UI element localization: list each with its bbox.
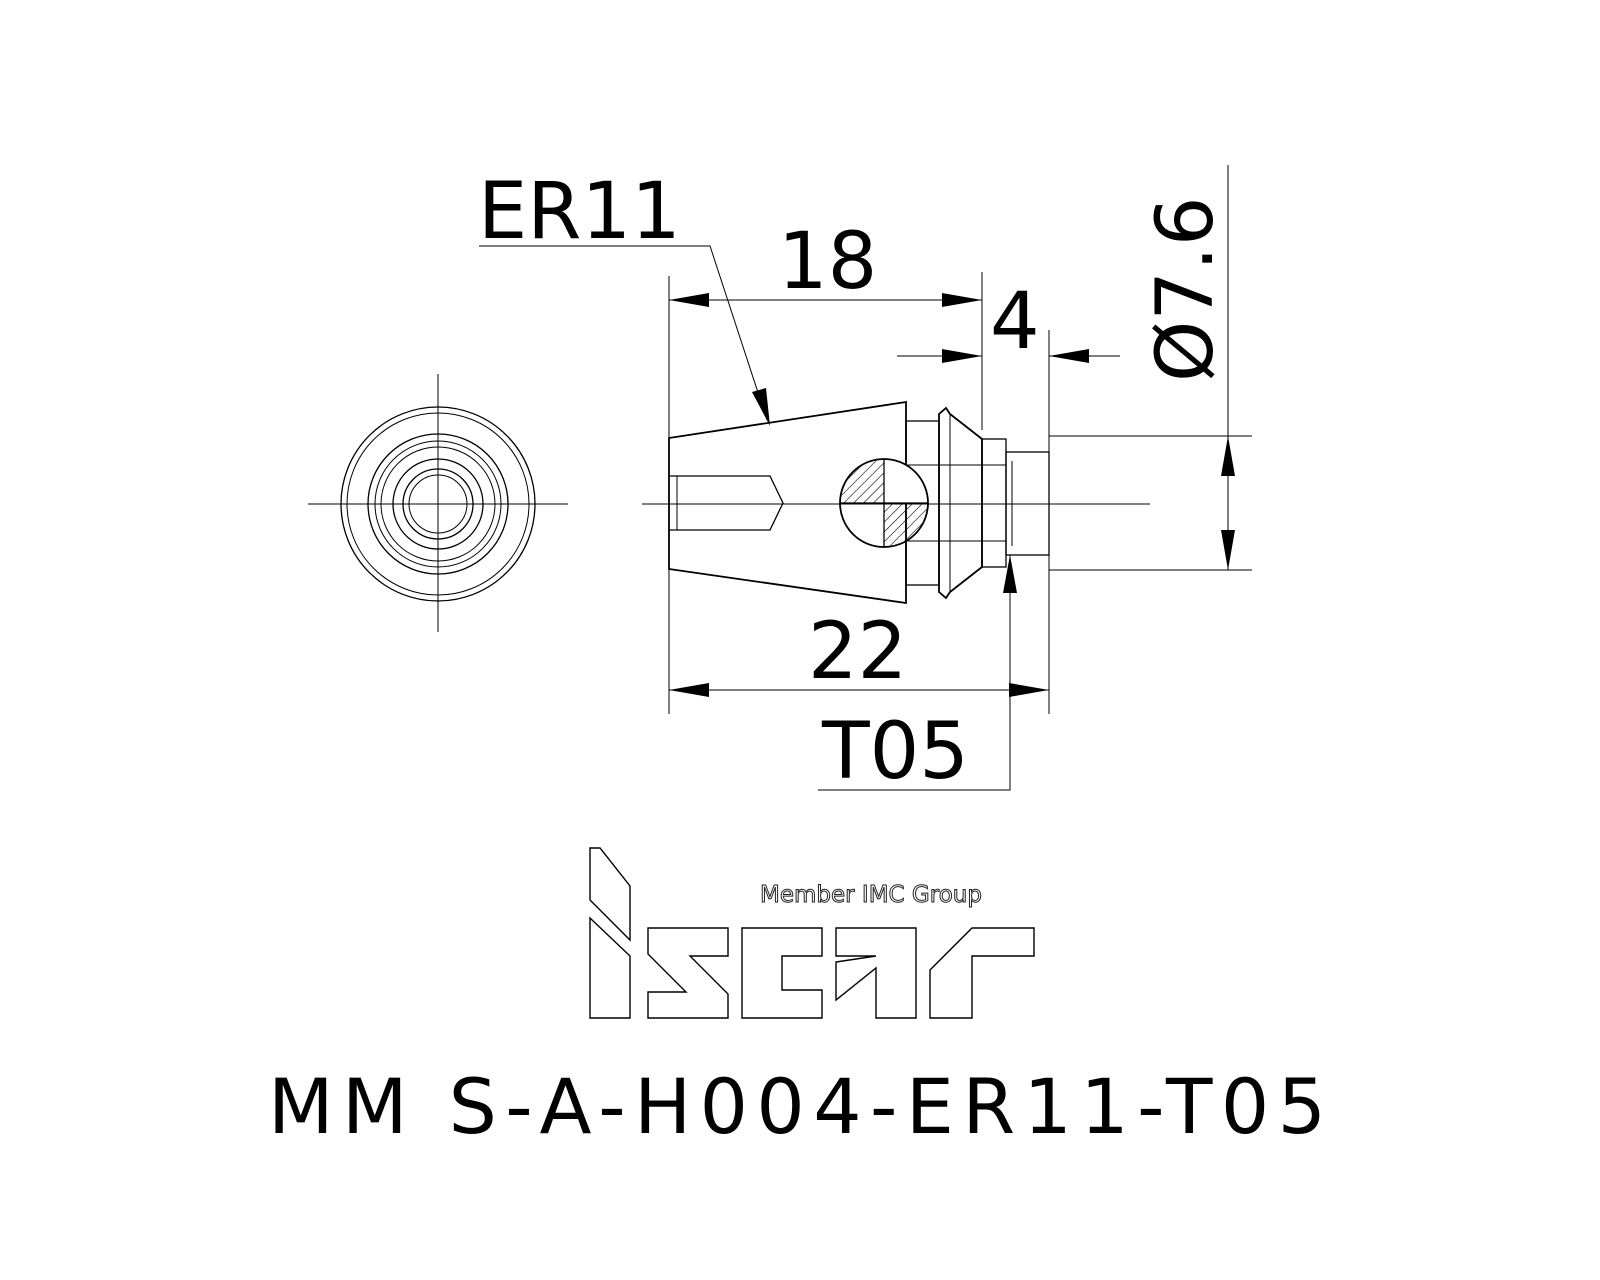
arrow-18-right	[942, 293, 982, 307]
label-4: 4	[990, 277, 1040, 367]
bore-outline	[669, 475, 784, 531]
neck	[981, 438, 1007, 568]
flange	[938, 406, 983, 600]
leader-er11	[479, 245, 768, 421]
logo-letter-i-stem	[589, 916, 631, 1019]
arrow-22-right	[1009, 683, 1049, 697]
label-t05: T05	[821, 707, 969, 797]
arrow-18-left	[669, 293, 709, 307]
label-er11: ER11	[478, 167, 681, 257]
end-view-inner-circle	[392, 458, 484, 550]
end-view-middle-circle	[367, 433, 509, 575]
arrow-4-right	[1049, 349, 1089, 363]
logo-letter-r	[929, 927, 1035, 1019]
logo-letter-i-top	[589, 847, 631, 942]
label-22: 22	[808, 607, 907, 697]
logo-letter-c	[741, 927, 823, 1019]
label-diameter: Ø7.6	[1141, 197, 1231, 382]
arrow-t05	[1003, 555, 1017, 593]
end-view-outer-circle-2	[346, 412, 530, 596]
leader-t05	[818, 555, 1011, 791]
logo-letter-s	[647, 927, 729, 1019]
iscar-logo: Member IMC Group	[589, 847, 1035, 1019]
end-view-outer-circle	[340, 406, 536, 602]
end-view-bore-2	[408, 474, 468, 534]
side-view	[642, 400, 1150, 605]
arrow-4-left	[942, 349, 982, 363]
logo-letter-a	[835, 927, 917, 1019]
arrow-dia-bottom	[1221, 530, 1235, 570]
end-view	[308, 374, 568, 632]
part-number: MM S-A-H004-ER11-T05	[268, 1062, 1328, 1151]
label-18: 18	[778, 217, 877, 307]
logo-member-text: Member IMC Group	[760, 882, 982, 908]
dimensions	[479, 165, 1252, 791]
arrow-dia-top	[1221, 436, 1235, 476]
end-view-bore	[402, 468, 474, 540]
end-view-middle-circle-3	[380, 446, 496, 562]
end-view-middle-circle-2	[374, 440, 502, 568]
arrow-22-left	[669, 683, 709, 697]
arrow-er11	[752, 388, 770, 426]
